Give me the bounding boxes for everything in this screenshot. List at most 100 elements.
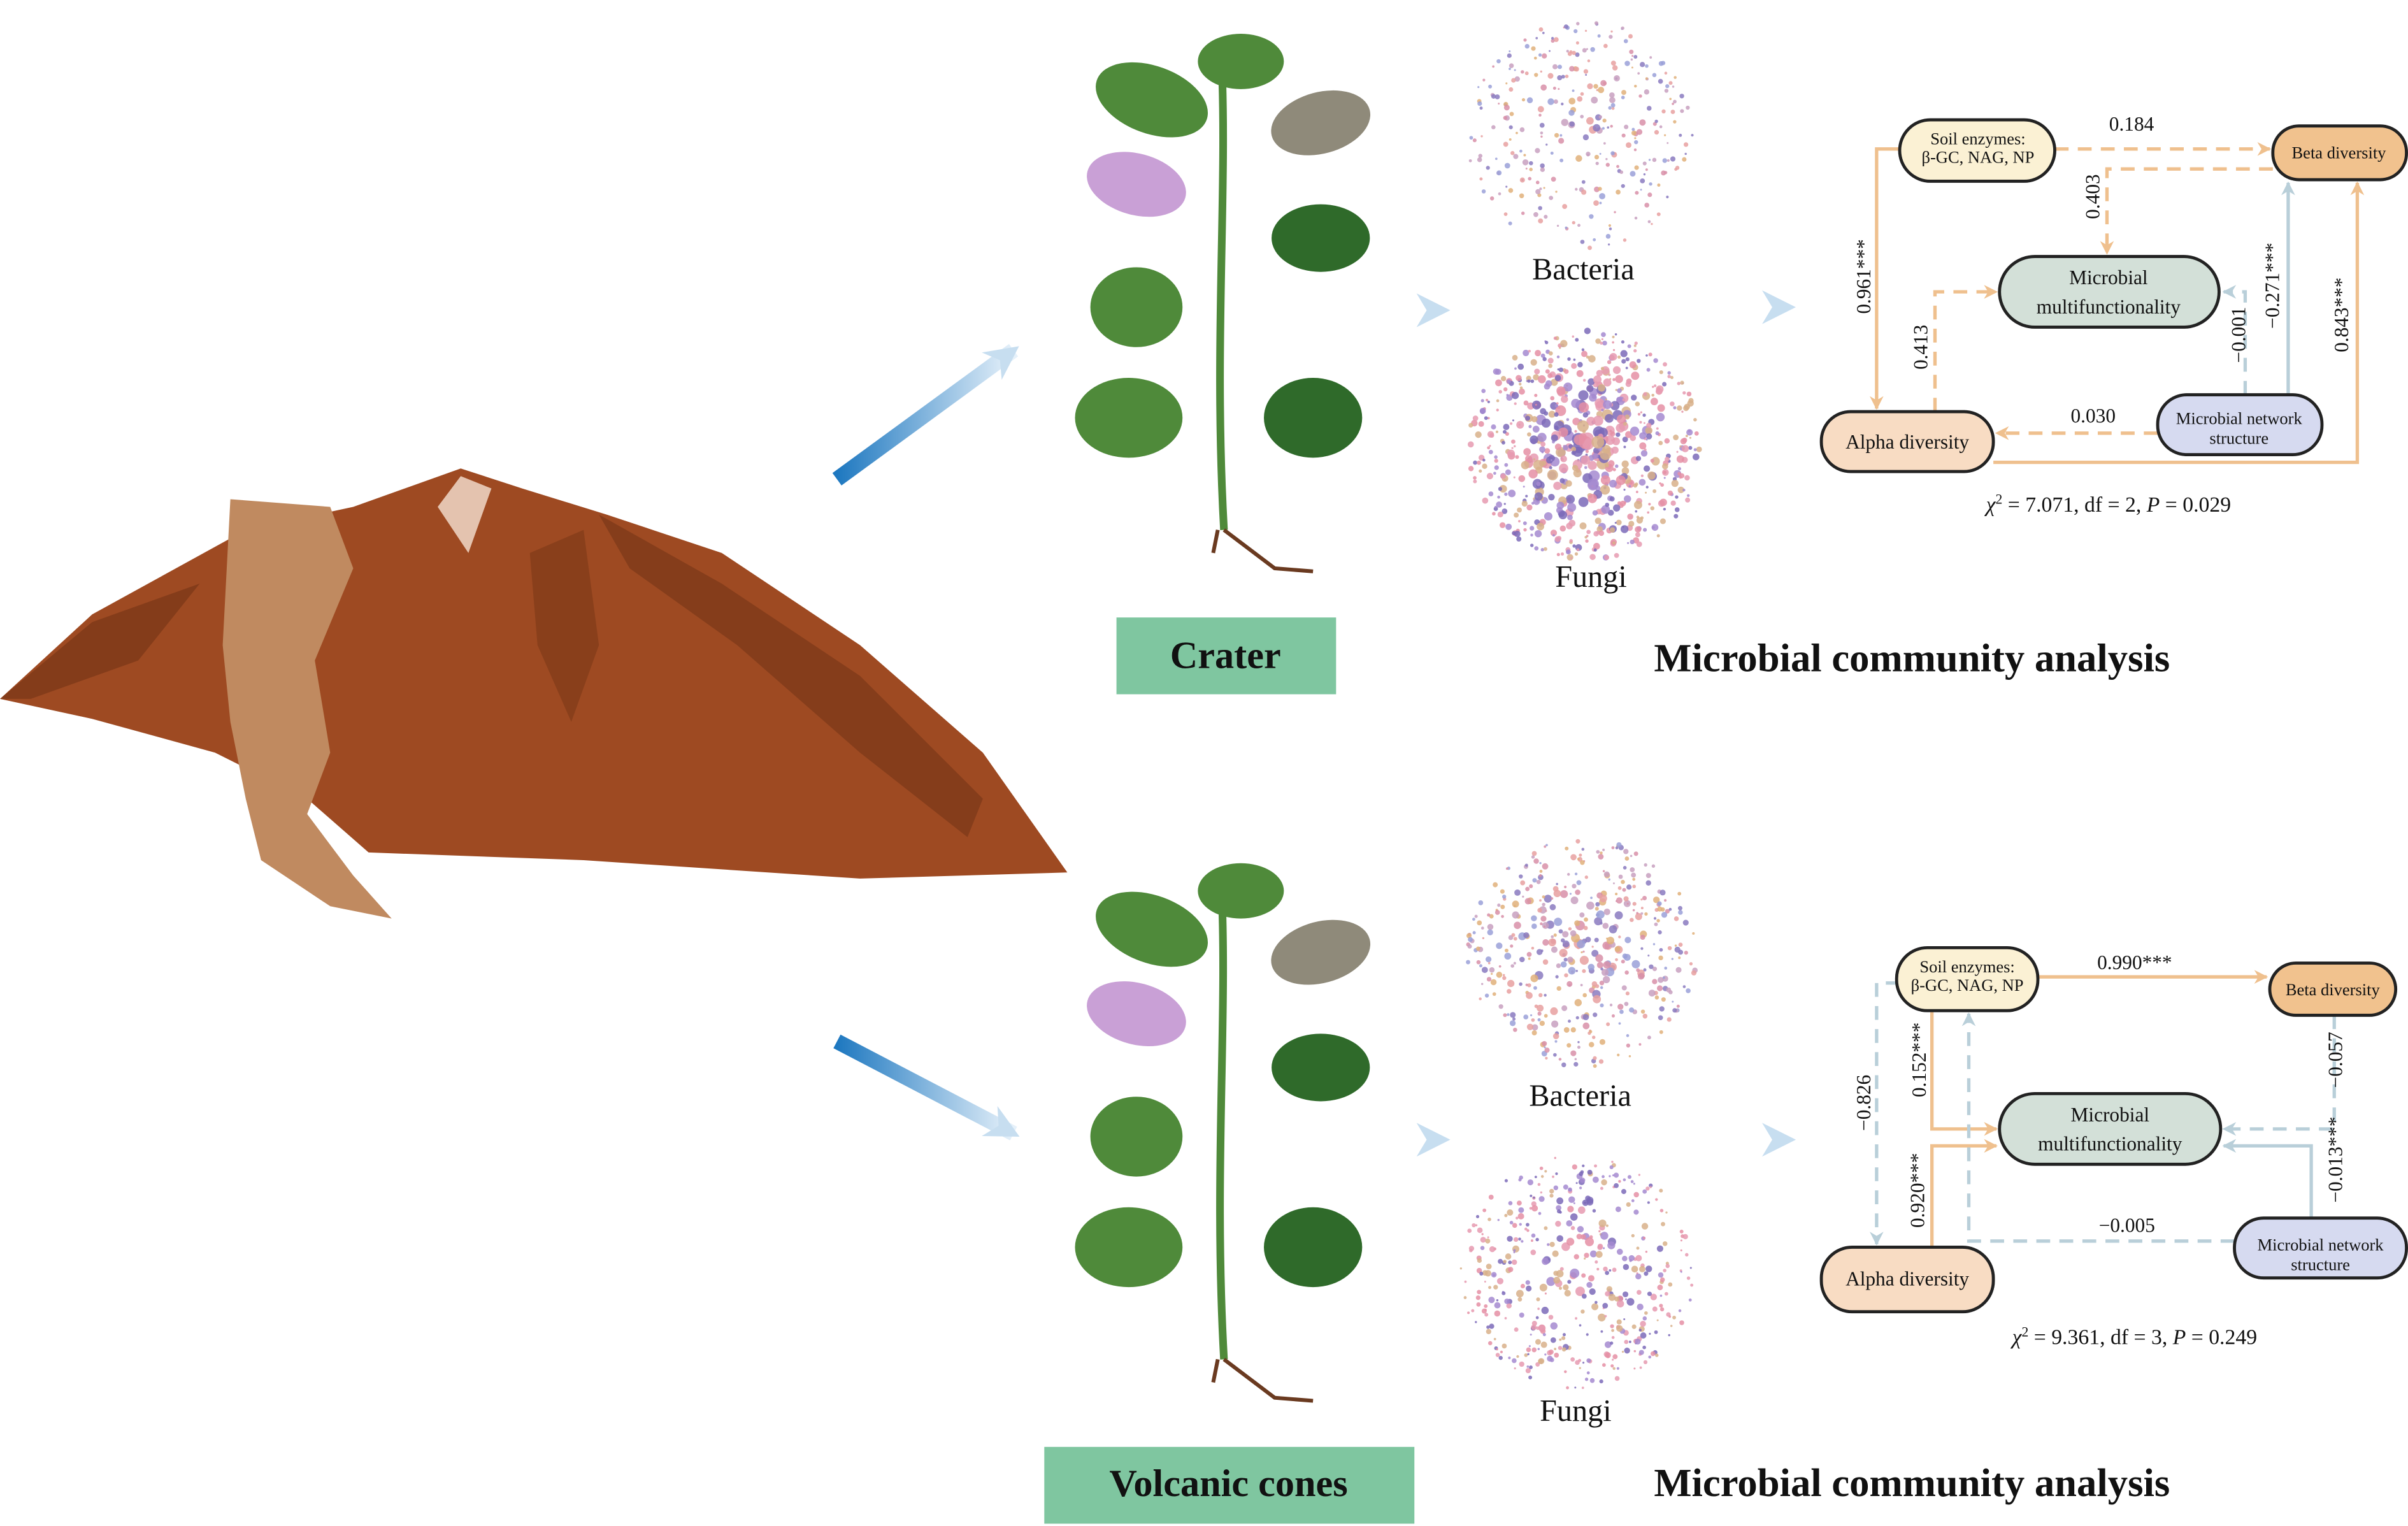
network-node-dot bbox=[1487, 923, 1494, 930]
network-node-dot bbox=[1631, 130, 1637, 136]
network-node-dot bbox=[1592, 453, 1599, 459]
network-node-dot bbox=[1647, 471, 1656, 480]
network-node-dot bbox=[1571, 398, 1580, 408]
network-node-dot bbox=[1692, 453, 1700, 461]
network-node-dot bbox=[1651, 524, 1659, 531]
network-node-dot bbox=[1640, 62, 1645, 68]
coef-soil-to-alpha: 0.961*** bbox=[1853, 239, 1875, 313]
network-node-dot bbox=[1600, 485, 1610, 495]
network-node-dot bbox=[1652, 157, 1657, 162]
network-node-dot bbox=[1577, 1206, 1586, 1214]
network-node-dot bbox=[1633, 1191, 1639, 1198]
network-node-dot bbox=[1519, 193, 1524, 199]
network-node-dot bbox=[1514, 530, 1521, 537]
network-node-dot bbox=[1491, 972, 1493, 975]
network-node-dot bbox=[1484, 993, 1489, 998]
network-node-dot bbox=[1586, 1371, 1590, 1375]
network-node-dot bbox=[1622, 1291, 1629, 1297]
network-node-dot bbox=[1466, 960, 1470, 965]
network-node-dot bbox=[1612, 341, 1614, 344]
network-node-dot bbox=[1624, 414, 1630, 420]
network-node-dot bbox=[1601, 505, 1610, 514]
network-node-dot bbox=[1561, 103, 1564, 106]
network-node-dot bbox=[1672, 103, 1674, 105]
network-node-dot bbox=[1606, 1286, 1612, 1292]
network-node-dot bbox=[1632, 909, 1635, 912]
network-node-dot bbox=[1471, 1309, 1475, 1313]
network-node-dot bbox=[1513, 476, 1516, 479]
network-node-dot bbox=[1610, 151, 1615, 155]
network-node-dot bbox=[1618, 935, 1621, 939]
network-node-dot bbox=[1600, 1186, 1603, 1190]
network-node-dot bbox=[1579, 1186, 1582, 1190]
network-node-dot bbox=[1667, 490, 1673, 496]
network-node-dot bbox=[1535, 350, 1542, 357]
network-node-dot bbox=[1547, 1243, 1550, 1246]
network-node-dot bbox=[1626, 1298, 1635, 1306]
network-node-dot bbox=[1643, 968, 1647, 972]
network-node-dot bbox=[1599, 980, 1605, 986]
network-node-dot bbox=[1616, 842, 1622, 848]
network-node-dot bbox=[1639, 421, 1642, 424]
network-node-dot bbox=[1547, 357, 1554, 364]
network-node-dot bbox=[1569, 893, 1572, 895]
network-node-dot bbox=[1536, 1297, 1540, 1302]
network-node-dot bbox=[1586, 901, 1595, 910]
network-node-dot bbox=[1530, 379, 1535, 384]
network-node-dot bbox=[1550, 402, 1558, 410]
network-node-dot bbox=[1591, 435, 1605, 449]
network-node-dot bbox=[1581, 348, 1585, 352]
network-node-dot bbox=[1627, 542, 1630, 544]
network-node-dot bbox=[1659, 518, 1666, 524]
network-node-dot bbox=[1621, 1189, 1626, 1195]
network-node-dot bbox=[1511, 447, 1514, 449]
network-node-dot bbox=[1531, 923, 1537, 930]
coef-soil-to-beta: 0.184 bbox=[2109, 113, 2154, 135]
network-node-dot bbox=[1575, 41, 1579, 45]
network-node-dot bbox=[1656, 385, 1664, 393]
network-node-dot bbox=[1516, 536, 1522, 542]
network-node-dot bbox=[1626, 1034, 1630, 1037]
network-node-dot bbox=[1516, 1216, 1519, 1220]
network-node-dot bbox=[1493, 1274, 1495, 1277]
network-node-dot bbox=[1598, 530, 1605, 536]
network-node-dot bbox=[1634, 216, 1638, 220]
network-node-dot bbox=[1659, 889, 1666, 896]
network-node-dot bbox=[1542, 902, 1545, 907]
network-node-dot bbox=[1656, 534, 1660, 538]
network-node-dot bbox=[1593, 542, 1600, 550]
network-node-dot bbox=[1624, 937, 1631, 944]
network-node-dot bbox=[1564, 1290, 1571, 1297]
network-node-dot bbox=[1526, 952, 1532, 957]
network-node-dot bbox=[1502, 974, 1505, 977]
network-node-dot bbox=[1502, 895, 1507, 899]
network-node-dot bbox=[1600, 342, 1603, 345]
network-node-dot bbox=[1554, 443, 1562, 450]
network-node-dot bbox=[1662, 158, 1667, 163]
network-node-dot bbox=[1616, 1248, 1623, 1255]
network-node-dot bbox=[1654, 130, 1659, 135]
network-node-dot bbox=[1487, 1236, 1489, 1239]
network-node-dot bbox=[1670, 376, 1673, 379]
network-node-dot bbox=[1637, 1304, 1644, 1311]
network-node-dot bbox=[1624, 495, 1631, 503]
network-node-dot bbox=[1586, 529, 1591, 535]
network-node-dot bbox=[1537, 907, 1542, 913]
network-node-dot bbox=[1544, 1292, 1547, 1295]
network-node-dot bbox=[1579, 912, 1585, 918]
network-node-dot bbox=[1645, 1265, 1652, 1272]
network-node-dot bbox=[1467, 441, 1474, 448]
path-alpha-to-mmf bbox=[1930, 1139, 1998, 1248]
network-node-dot bbox=[1563, 958, 1568, 962]
network-node-dot bbox=[1648, 990, 1656, 997]
network-node-dot bbox=[1652, 526, 1655, 529]
network-node-dot bbox=[1664, 438, 1670, 444]
network-node-dot bbox=[1638, 479, 1646, 486]
network-node-dot bbox=[1553, 889, 1561, 898]
network-node-dot bbox=[1607, 126, 1610, 129]
network-node-dot bbox=[1560, 457, 1564, 461]
network-node-dot bbox=[1527, 432, 1531, 437]
network-node-dot bbox=[1661, 997, 1666, 1002]
network-node-dot bbox=[1645, 427, 1652, 435]
network-node-dot bbox=[1620, 350, 1628, 357]
